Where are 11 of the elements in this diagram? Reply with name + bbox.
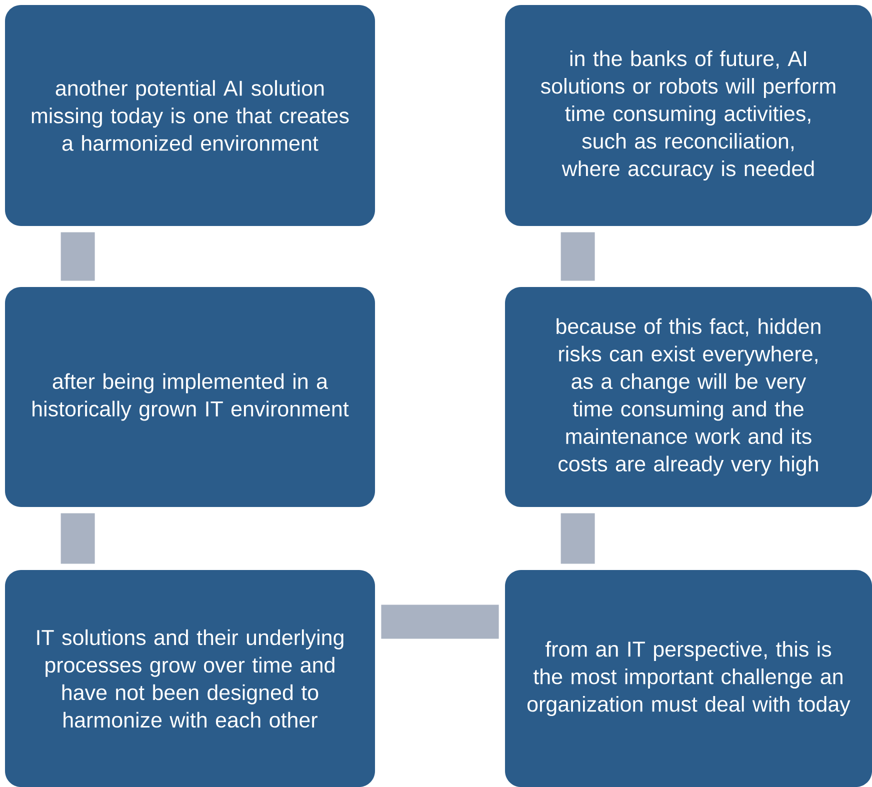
text-box: from an IT perspective, this is the most important challenge an organization must deal with today <box>505 570 872 787</box>
text-box: after being implemented in a historically grown IT environment <box>5 287 375 507</box>
connector-bar <box>60 513 95 564</box>
text-box: in the banks of future, AI solutions or robots will perform time consuming activities, such as reconciliation, where accuracy is needed <box>505 5 872 226</box>
connector-bar <box>381 604 499 639</box>
connector-bar <box>560 513 595 564</box>
text-box: IT solutions and their underlying processes grow over time and have not been designed to harmonize with each other <box>5 570 375 787</box>
connector-bar <box>560 232 595 281</box>
text-box: because of this fact, hidden risks can exist everywhere, as a change will be very time consuming and the maintenance work and its costs are already very high <box>505 287 872 507</box>
connector-bar <box>60 232 95 281</box>
text-box: another potential AI solution missing today is one that creates a harmonized environment <box>5 5 375 226</box>
